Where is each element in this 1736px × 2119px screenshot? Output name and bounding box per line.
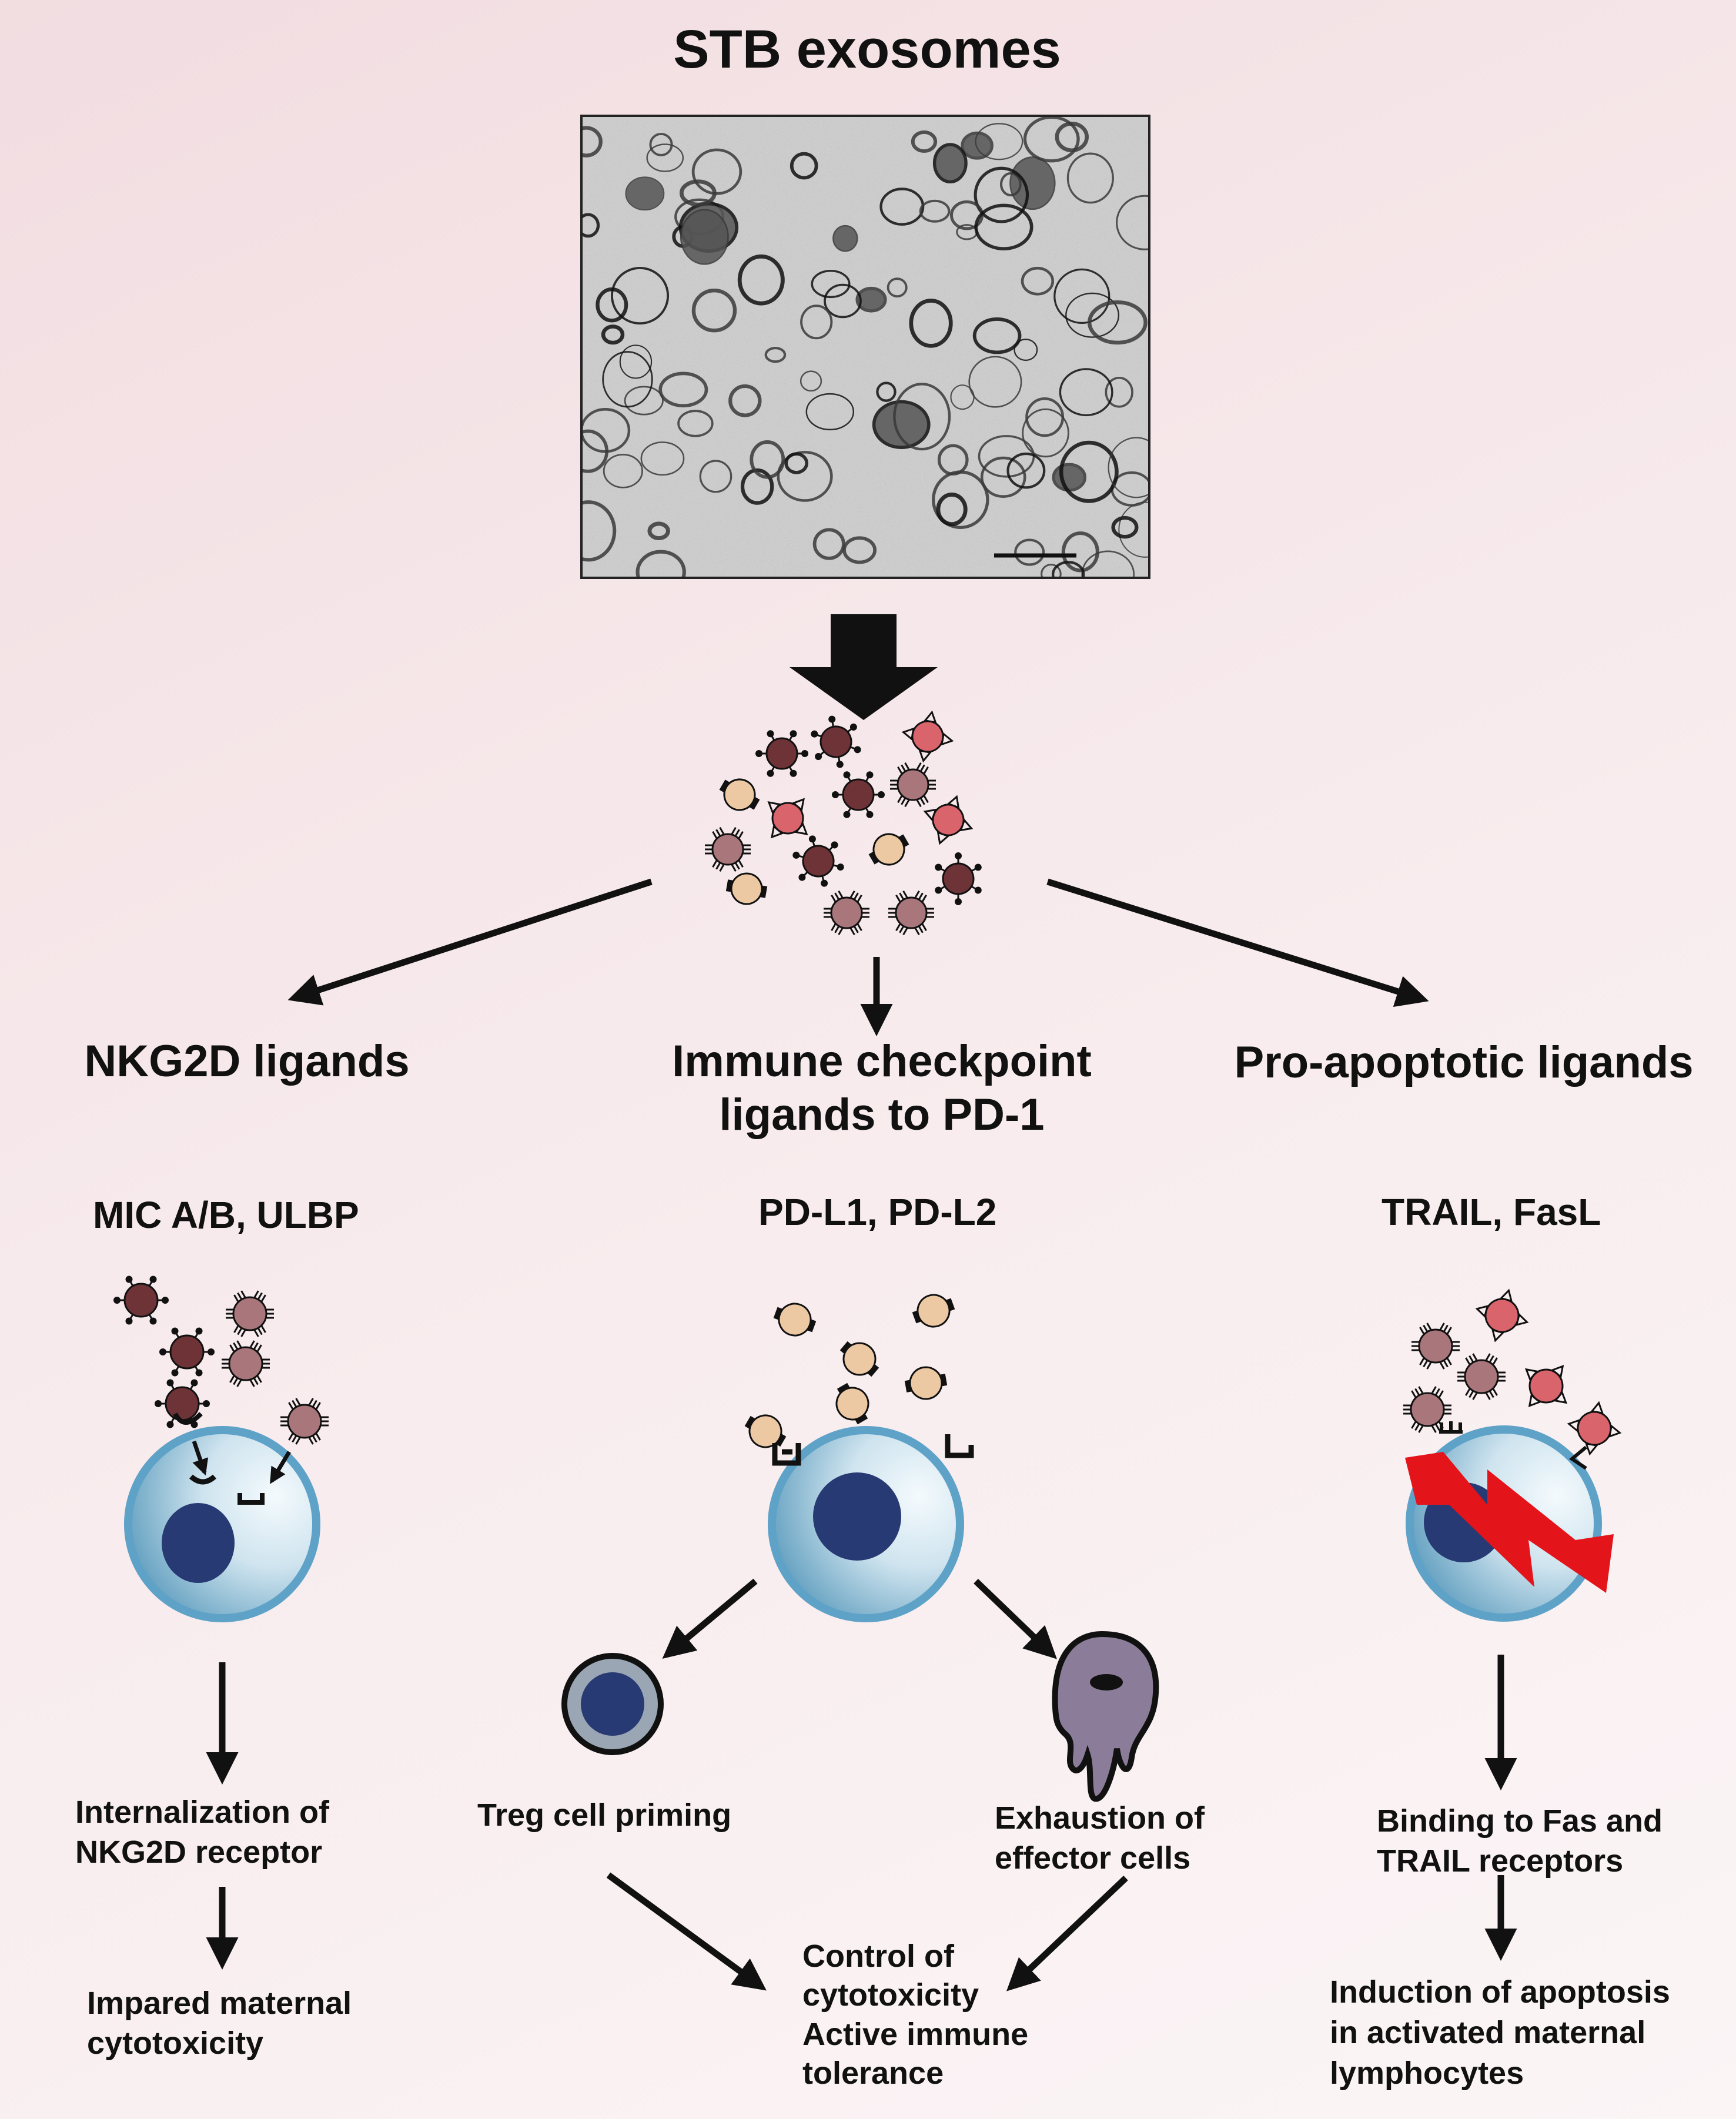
treg-text: Treg cell priming bbox=[477, 1797, 732, 1833]
exosome bbox=[1403, 1386, 1451, 1433]
internalized-receptor bbox=[238, 1493, 265, 1505]
exosome bbox=[222, 1340, 270, 1387]
lightning-bolt bbox=[1405, 1452, 1614, 1593]
apoptotic-ligands: TRAIL, FasL bbox=[1382, 1191, 1601, 1233]
receptor bbox=[173, 1412, 203, 1425]
pd1-receptor bbox=[945, 1434, 974, 1458]
exosome bbox=[155, 1379, 210, 1428]
exosome bbox=[824, 890, 869, 936]
apoptotic-target-cell bbox=[1405, 1421, 1614, 1622]
exosome bbox=[1475, 1288, 1529, 1343]
internalization-arrow bbox=[269, 1451, 292, 1484]
main-down-arrow bbox=[790, 614, 938, 720]
exosome bbox=[744, 1414, 787, 1448]
exosome bbox=[113, 1276, 169, 1325]
exosome bbox=[719, 778, 760, 811]
apoptotic-heading: Pro-apoptotic ligands bbox=[1234, 1037, 1694, 1087]
exosome bbox=[226, 1290, 274, 1337]
internalization-arrow bbox=[192, 1440, 209, 1476]
exosome bbox=[901, 710, 954, 763]
death-receptor bbox=[1568, 1445, 1587, 1470]
exosome bbox=[832, 771, 885, 818]
exosome bbox=[280, 1398, 329, 1445]
death-receptor bbox=[1439, 1421, 1463, 1434]
apoptotic-step1-text: Binding to Fas and TRAIL receptors bbox=[1377, 1803, 1663, 1879]
exosome bbox=[912, 1294, 955, 1328]
checkpoint-heading: Immune checkpoint ligands to PD-1 bbox=[672, 1036, 1092, 1140]
exosome bbox=[935, 852, 982, 905]
exhaustion-text: Exhaustion of effector cells bbox=[995, 1800, 1205, 1876]
nkg2d-heading: NKG2D ligands bbox=[84, 1036, 410, 1086]
exosome bbox=[773, 1303, 817, 1337]
arrow-to-nkg2d bbox=[287, 878, 653, 1006]
arrow-treg-outcome bbox=[606, 1872, 767, 1991]
exosome bbox=[792, 835, 844, 887]
pd1-target-cell bbox=[768, 1426, 974, 1622]
arrow-exhaustion-outcome bbox=[1006, 1876, 1128, 1991]
treg-cell bbox=[561, 1653, 664, 1755]
exosome bbox=[888, 890, 934, 936]
nkg2d-step2-text: Impared maternal cytotoxicity bbox=[87, 1986, 352, 2061]
exosome bbox=[835, 1382, 869, 1425]
exosome-micrograph bbox=[580, 115, 1150, 579]
exosome bbox=[725, 872, 768, 905]
internalized-receptor bbox=[189, 1474, 217, 1485]
exosome bbox=[755, 730, 808, 777]
exosome bbox=[923, 795, 974, 845]
exosome bbox=[1457, 1353, 1506, 1400]
nucleus bbox=[813, 1472, 901, 1561]
exosome-layer bbox=[113, 710, 1622, 1456]
checkpoint-ligands: PD-L1, PD-L2 bbox=[758, 1191, 997, 1233]
pd1-receptor bbox=[772, 1443, 801, 1466]
exosome bbox=[767, 798, 808, 839]
exosome bbox=[159, 1327, 215, 1377]
exosome bbox=[1567, 1401, 1622, 1456]
exosome bbox=[1411, 1323, 1460, 1370]
exosome bbox=[811, 715, 861, 768]
nkg2d-ligands: MIC A/B, ULBP bbox=[93, 1194, 359, 1236]
exhausted-effector-cell bbox=[1052, 1631, 1159, 1802]
exosome bbox=[839, 1341, 879, 1377]
nucleus bbox=[162, 1503, 235, 1583]
nkg2d-target-cell bbox=[124, 1412, 320, 1622]
exosome bbox=[868, 833, 909, 866]
nkg2d-step1-text: Internalization of NKG2D receptor bbox=[75, 1795, 329, 1870]
exosome bbox=[904, 1366, 948, 1400]
arrow-to-treg bbox=[662, 1578, 758, 1659]
apoptotic-step2-text: Induction of apoptosis in activated mate… bbox=[1330, 1974, 1670, 2091]
arrow-to-exhaustion bbox=[974, 1579, 1057, 1659]
arrow-to-apoptotic bbox=[1046, 878, 1429, 1007]
checkpoint-outcome-text: Control of cytotoxicity Active immune to… bbox=[802, 1939, 1029, 2091]
exosome bbox=[1524, 1364, 1568, 1408]
exosome bbox=[890, 762, 936, 808]
diagram-title: STB exosomes bbox=[673, 19, 1061, 79]
exosome bbox=[705, 826, 751, 872]
